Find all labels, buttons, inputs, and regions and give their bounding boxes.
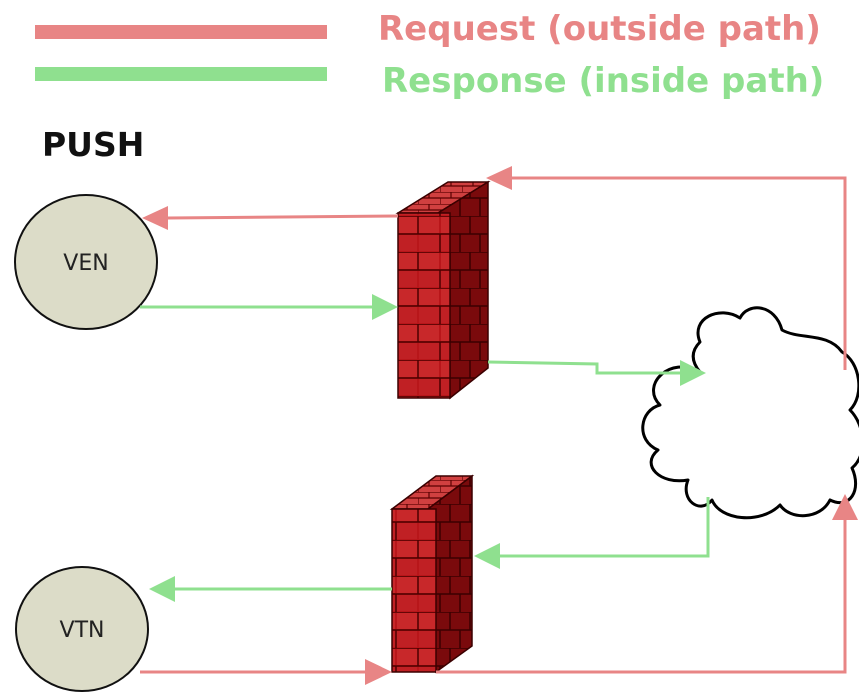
response-legend-label: Response (inside path) xyxy=(382,61,824,101)
diagram-title: PUSH xyxy=(42,125,144,164)
vtn-label: VTN xyxy=(60,618,105,643)
firewall-icon xyxy=(395,180,491,400)
arrowhead-icon xyxy=(486,166,512,190)
request-legend-label: Request (outside path) xyxy=(378,9,821,49)
ven-circle xyxy=(14,194,158,330)
firewall-icon xyxy=(389,474,475,674)
response-path-to-cloud xyxy=(487,360,680,375)
vtn-circle xyxy=(15,566,149,692)
legend: Request (outside path) Response (inside … xyxy=(35,9,824,101)
request-paths xyxy=(140,176,847,674)
arrowhead-icon xyxy=(365,659,392,685)
arrowhead-icon xyxy=(372,294,398,320)
ven-label: VEN xyxy=(63,251,108,276)
arrowhead-icon xyxy=(142,206,168,230)
request-path-to-cloud xyxy=(436,520,847,674)
arrowhead-icon xyxy=(680,360,706,386)
response-arrowheads xyxy=(149,294,706,602)
response-path-from-cloud xyxy=(500,497,710,558)
request-path-to-top-firewall xyxy=(512,176,847,370)
request-path-to-ven xyxy=(167,214,399,220)
response-paths xyxy=(140,305,710,591)
arrowhead-icon xyxy=(149,576,175,602)
arrowhead-icon xyxy=(832,494,858,520)
arrowhead-icon xyxy=(474,543,500,569)
ven-node: VEN xyxy=(14,194,158,330)
request-arrowheads xyxy=(142,166,858,685)
cloud-icon xyxy=(641,306,859,520)
vtn-node: VTN xyxy=(15,566,149,692)
